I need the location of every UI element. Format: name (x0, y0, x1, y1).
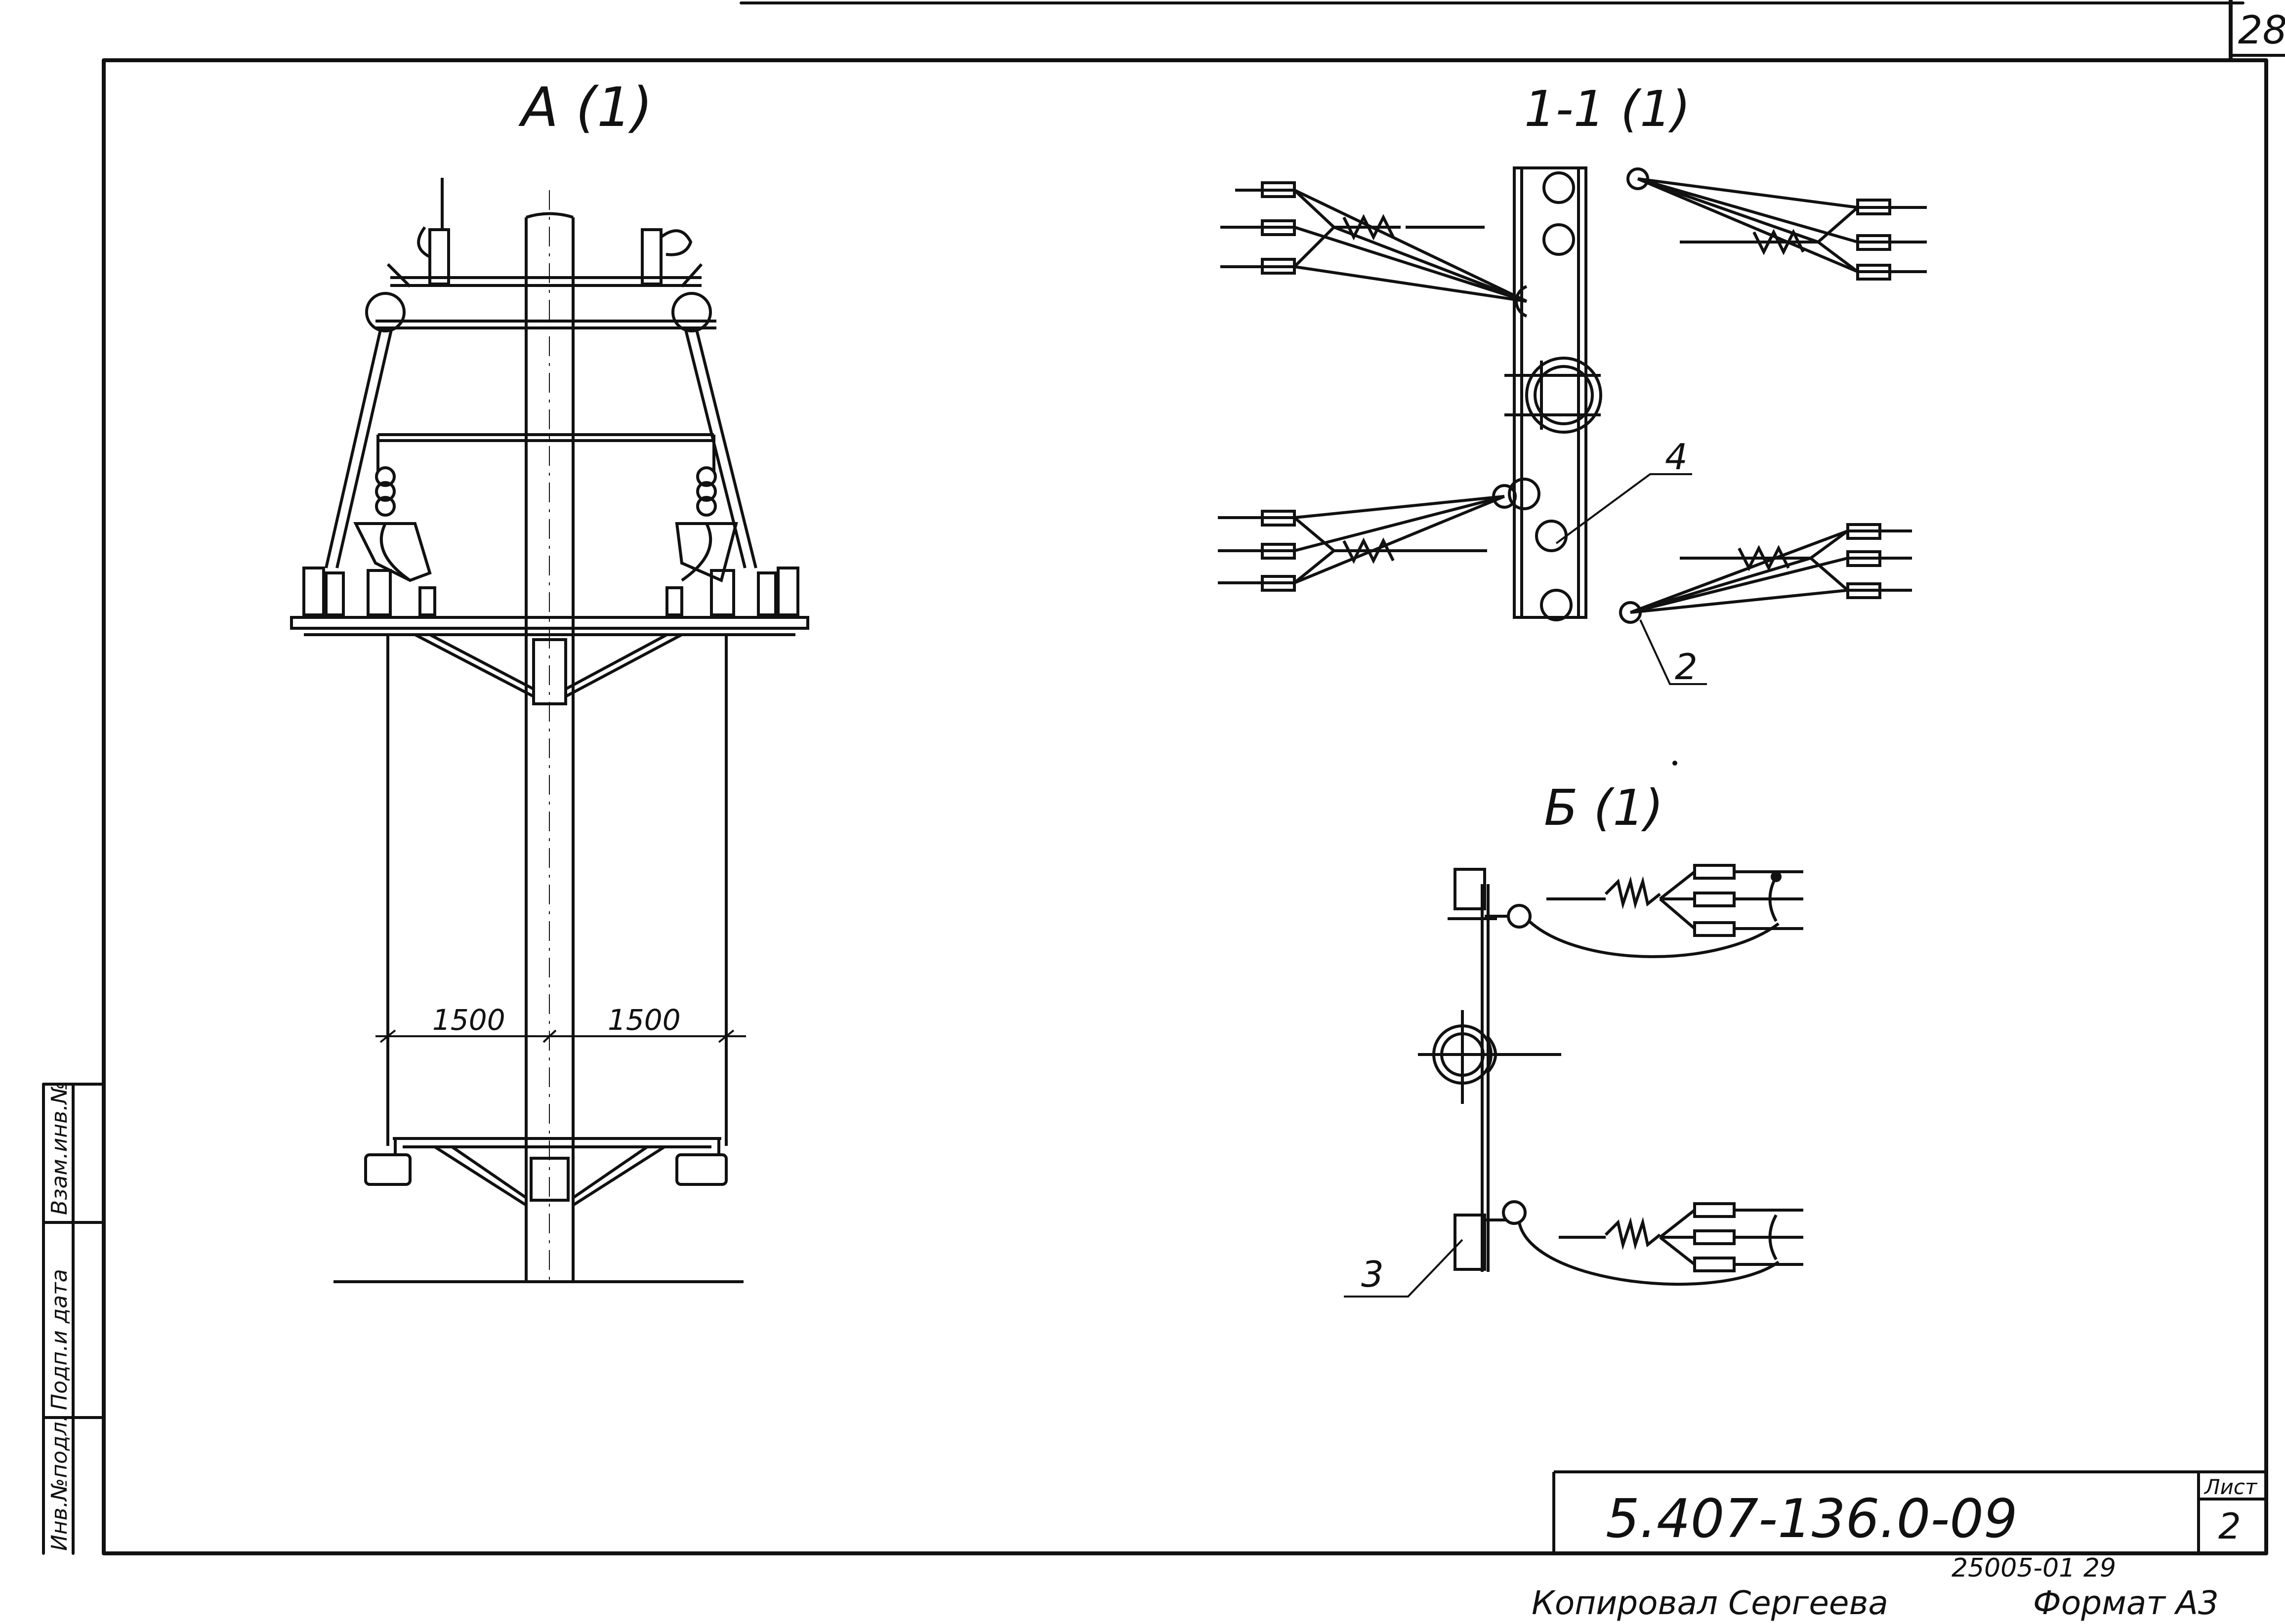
side-stamp (42, 1083, 105, 1555)
section-1-1-title: 1-1 (1) (1524, 80, 1691, 138)
sheet-number-top: 28 (2238, 8, 2285, 53)
dimension-right: 1500 (608, 1003, 681, 1037)
stamp-inv-no: Инв.№подл. (47, 1415, 72, 1551)
format-label: Формат А3 (2033, 1584, 2219, 1622)
sheet-label: Лист (2203, 1475, 2258, 1499)
stamp-sign-date: Подп.и дата (47, 1269, 72, 1410)
stamp-replace-inv: Взам.инв.№ (47, 1081, 72, 1215)
document-code: 5.407-136.0-09 (1606, 1488, 2018, 1550)
view-b-drawing (1344, 864, 1803, 1298)
sheet-frame (102, 0, 2285, 1555)
sheet-value: 2 (2218, 1505, 2241, 1547)
callout-2: 2 (1675, 646, 1698, 688)
callout-3: 3 (1361, 1254, 1384, 1295)
view-a-pole-drawing (290, 178, 809, 1284)
view-a-title: A (1) (518, 76, 653, 139)
dimension-left: 1500 (432, 1003, 505, 1037)
archive-code: 25005-01 29 (1952, 1553, 2116, 1583)
section-1-1-drawing (1218, 166, 1927, 685)
view-b-title: Б (1) (1544, 779, 1663, 837)
copied-by: Копировал Сергеева (1532, 1584, 1888, 1622)
callout-4: 4 (1665, 436, 1688, 478)
stray-dot (1672, 761, 1677, 766)
title-block (1552, 1470, 2266, 1553)
